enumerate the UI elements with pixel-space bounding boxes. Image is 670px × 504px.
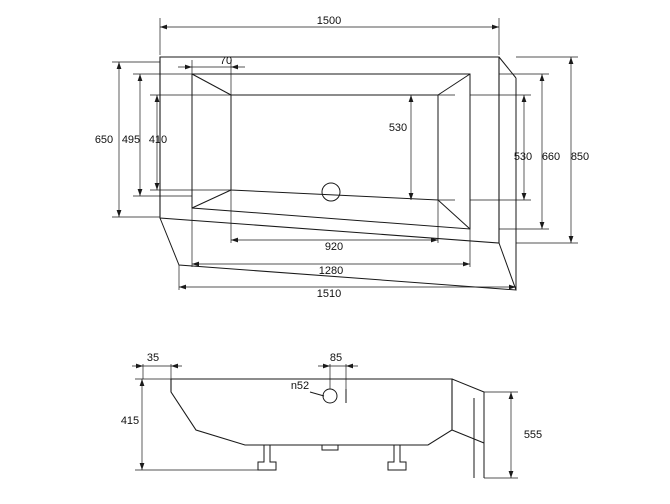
arrow-85-left (323, 363, 330, 369)
basin-bevel-bl (191, 189, 232, 209)
arrow-35-left (136, 363, 143, 369)
bath-skirt (159, 217, 517, 291)
arrow-1500-right (492, 24, 499, 30)
arrow-410-bottom (154, 183, 160, 190)
arrow-35-right (171, 363, 178, 369)
arrow-410-top (154, 95, 160, 102)
arrow-920-left (231, 237, 238, 243)
arrow-70-left (185, 64, 192, 70)
overflow-leader (309, 391, 325, 397)
dim-label-530-inner: 530 (389, 122, 407, 134)
arrow-1280-right (463, 261, 470, 267)
arrow-1510-right (509, 284, 516, 290)
leg-left (257, 445, 277, 471)
arrow-650-bottom (116, 210, 122, 217)
corner-line-top-right (498, 56, 517, 79)
front-view-geometry (170, 378, 485, 478)
dim-label-410: 410 (149, 134, 167, 146)
dim-label-650: 650 (95, 134, 113, 146)
annotation-label-n52: n52 (291, 380, 309, 392)
arrow-530i-bottom (408, 193, 414, 200)
drain-hole-top (321, 182, 341, 202)
dim-label-920: 920 (325, 241, 343, 253)
dim-label-1510: 1510 (317, 288, 341, 300)
leg-right (387, 445, 407, 471)
dim-label-530-right: 530 (514, 151, 532, 163)
dim-label-70: 70 (220, 55, 232, 67)
dim-label-555: 555 (524, 429, 542, 441)
arrow-530i-top (408, 95, 414, 102)
front-view-dimension-lines (132, 363, 518, 479)
dim-label-660: 660 (542, 151, 560, 163)
arrow-660-bottom (539, 222, 545, 229)
arrow-920-right (431, 237, 438, 243)
arrow-1510-left (179, 284, 186, 290)
top-view-dimension-lines (112, 18, 578, 290)
basin-bevel-tr (437, 73, 471, 96)
front-view-dimension-labels: 35 85 415 555 n52 (121, 352, 542, 441)
dim-label-1500: 1500 (317, 15, 341, 27)
dim-label-35: 35 (147, 352, 159, 364)
arrow-530r-top (521, 95, 527, 102)
arrow-530r-bottom (521, 193, 527, 200)
arrow-555-bottom (508, 471, 514, 478)
arrow-415-top (139, 379, 145, 386)
dim-label-495: 495 (122, 134, 140, 146)
arrow-1500-left (160, 24, 167, 30)
arrow-415-bottom (139, 463, 145, 470)
arrow-1280-left (192, 261, 199, 267)
center-support (321, 444, 339, 451)
arrow-660-top (539, 74, 545, 81)
dim-label-415: 415 (121, 415, 139, 427)
arrow-495-top (137, 74, 143, 81)
dim-label-850: 850 (571, 151, 589, 163)
arrow-650-top (116, 62, 122, 69)
basin-bevel-tl (191, 73, 232, 96)
arrow-850-bottom (568, 236, 574, 243)
arrow-495-bottom (137, 189, 143, 196)
arrow-70-right (231, 64, 238, 70)
top-view-dimension-labels: 1500 70 920 1280 1510 650 495 410 530 53… (95, 15, 589, 300)
basin-bevel-br (437, 199, 471, 230)
arrow-850-top (568, 57, 574, 64)
arrow-85-right (346, 363, 353, 369)
dim-label-1280: 1280 (319, 265, 343, 277)
arrow-555-top (508, 392, 514, 399)
dim-label-85: 85 (330, 352, 342, 364)
front-right-panel-edge (451, 429, 485, 444)
